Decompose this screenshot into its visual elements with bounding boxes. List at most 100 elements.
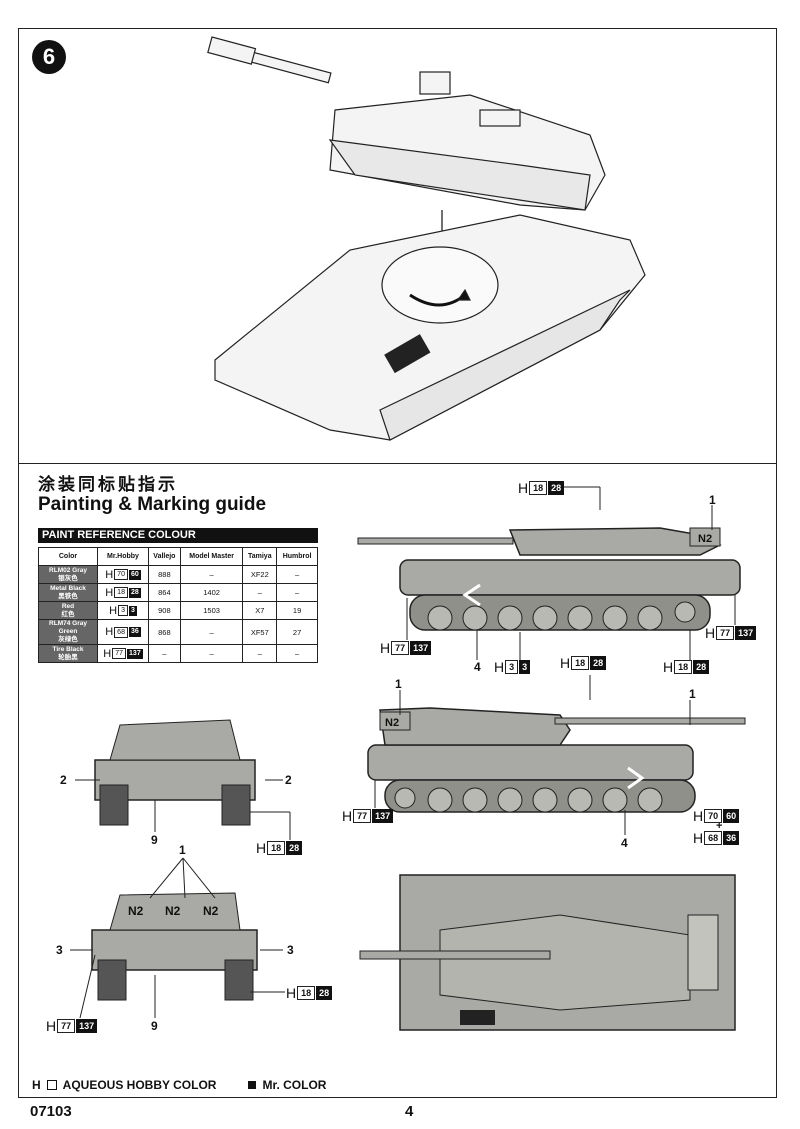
aqueous-code: 18 [267, 841, 286, 855]
marking-number: 9 [151, 833, 158, 847]
side-view-upper: N2 [357, 527, 741, 631]
marking-number: 1 [395, 677, 402, 691]
aqueous-code: 18 [571, 656, 590, 670]
row-humbrol: – [276, 565, 318, 584]
rear-marking-left: N2 [128, 904, 144, 918]
aqueous-code: 18 [114, 587, 128, 598]
color-name-cn: 红色 [61, 610, 75, 618]
header-humbrol: Humbrol [276, 547, 318, 566]
row-vallejo: – [148, 644, 181, 663]
h-prefix: H [342, 808, 353, 824]
mr-color-code: 28 [128, 587, 141, 598]
color-legend: H AQUEOUS HOBBY COLOR Mr. COLOR [32, 1078, 326, 1092]
front-view [94, 719, 256, 826]
step-number: 6 [32, 40, 66, 74]
aqueous-code: 77 [716, 626, 735, 640]
aqueous-code: 70 [114, 569, 128, 580]
aqueous-code: 18 [297, 986, 316, 1000]
plus-sign: + [716, 820, 723, 832]
marking-number: 2 [60, 773, 67, 787]
mr-color-code: 137 [76, 1019, 98, 1033]
aqueous-code: 3 [118, 605, 128, 616]
h-prefix: H [32, 1078, 41, 1092]
h-prefix: H [560, 655, 571, 671]
mr-color-code: 28 [548, 481, 565, 495]
aqueous-code: 3 [505, 660, 519, 674]
marking-number: 3 [287, 943, 294, 957]
row-model-master: – [179, 644, 244, 663]
marking-number: 4 [621, 836, 628, 850]
row-model-master: – [179, 619, 244, 645]
side-view-lower: N2 [367, 707, 746, 813]
row-humbrol: 19 [276, 601, 318, 620]
row-vallejo: 868 [148, 619, 181, 645]
aqueous-code: 77 [391, 641, 410, 655]
mr-color-code: 28 [590, 656, 607, 670]
guide-title-cn: 涂装同标贴指示 [38, 475, 178, 494]
color-name-en: RLM02 Gray [49, 566, 87, 574]
turret-marking-upper: N2 [698, 533, 712, 545]
mr-color-code: 3 [519, 660, 531, 674]
aqueous-code: 68 [704, 831, 723, 845]
mr-color-code: 28 [316, 986, 333, 1000]
h-prefix: H [705, 625, 716, 641]
aqueous-code: 70 [704, 809, 723, 823]
row-model-master: 1503 [179, 601, 244, 620]
product-code: 07103 [30, 1103, 72, 1120]
header-tamiya: Tamiya [242, 547, 278, 566]
rear-view: N2 N2 N2 [91, 892, 258, 1001]
legend-mr-color: Mr. COLOR [262, 1078, 327, 1092]
row-model-master: – [179, 565, 244, 584]
mr-color-code: 137 [127, 648, 143, 659]
legend-aqueous: AQUEOUS HOBBY COLOR [62, 1078, 217, 1092]
h-prefix: H [105, 626, 114, 638]
leader-lines [70, 486, 736, 1019]
turret-assembly [207, 36, 606, 211]
row-vallejo: 864 [148, 583, 181, 602]
page-number: 4 [405, 1103, 414, 1120]
h-prefix: H [105, 568, 114, 581]
color-name-en: Tire Black [52, 645, 84, 653]
h-prefix: H [105, 586, 114, 599]
marking-number: 1 [689, 687, 696, 701]
hull-assembly [214, 214, 646, 441]
turret-marking-lower: N2 [385, 717, 399, 729]
aqueous-code: 68 [114, 626, 128, 638]
guide-title-en: Painting & Marking guide [38, 494, 267, 515]
h-prefix: H [693, 830, 704, 846]
h-prefix: H [109, 604, 118, 617]
mr-color-code: 36 [723, 831, 740, 845]
row-humbrol: – [276, 644, 318, 663]
mr-color-code: 28 [286, 841, 303, 855]
color-name-cn: 银灰色 [58, 574, 78, 582]
mr-color-code: 137 [410, 641, 432, 655]
row-tamiya: X7 [242, 601, 278, 620]
color-name-cn: 灰绿色 [58, 636, 78, 643]
marking-number: 3 [56, 943, 63, 957]
header-mrhobby: Mr.Hobby [97, 547, 149, 566]
paint-reference-table: Color Mr.Hobby Vallejo Model Master Tami… [38, 547, 318, 663]
mr-color-code: 60 [723, 809, 740, 823]
header-model-master: Model Master [179, 547, 244, 566]
h-prefix: H [663, 659, 674, 675]
mr-color-code: 36 [128, 627, 141, 637]
mr-color-code: 137 [372, 809, 394, 823]
header-vallejo: Vallejo [148, 547, 181, 566]
